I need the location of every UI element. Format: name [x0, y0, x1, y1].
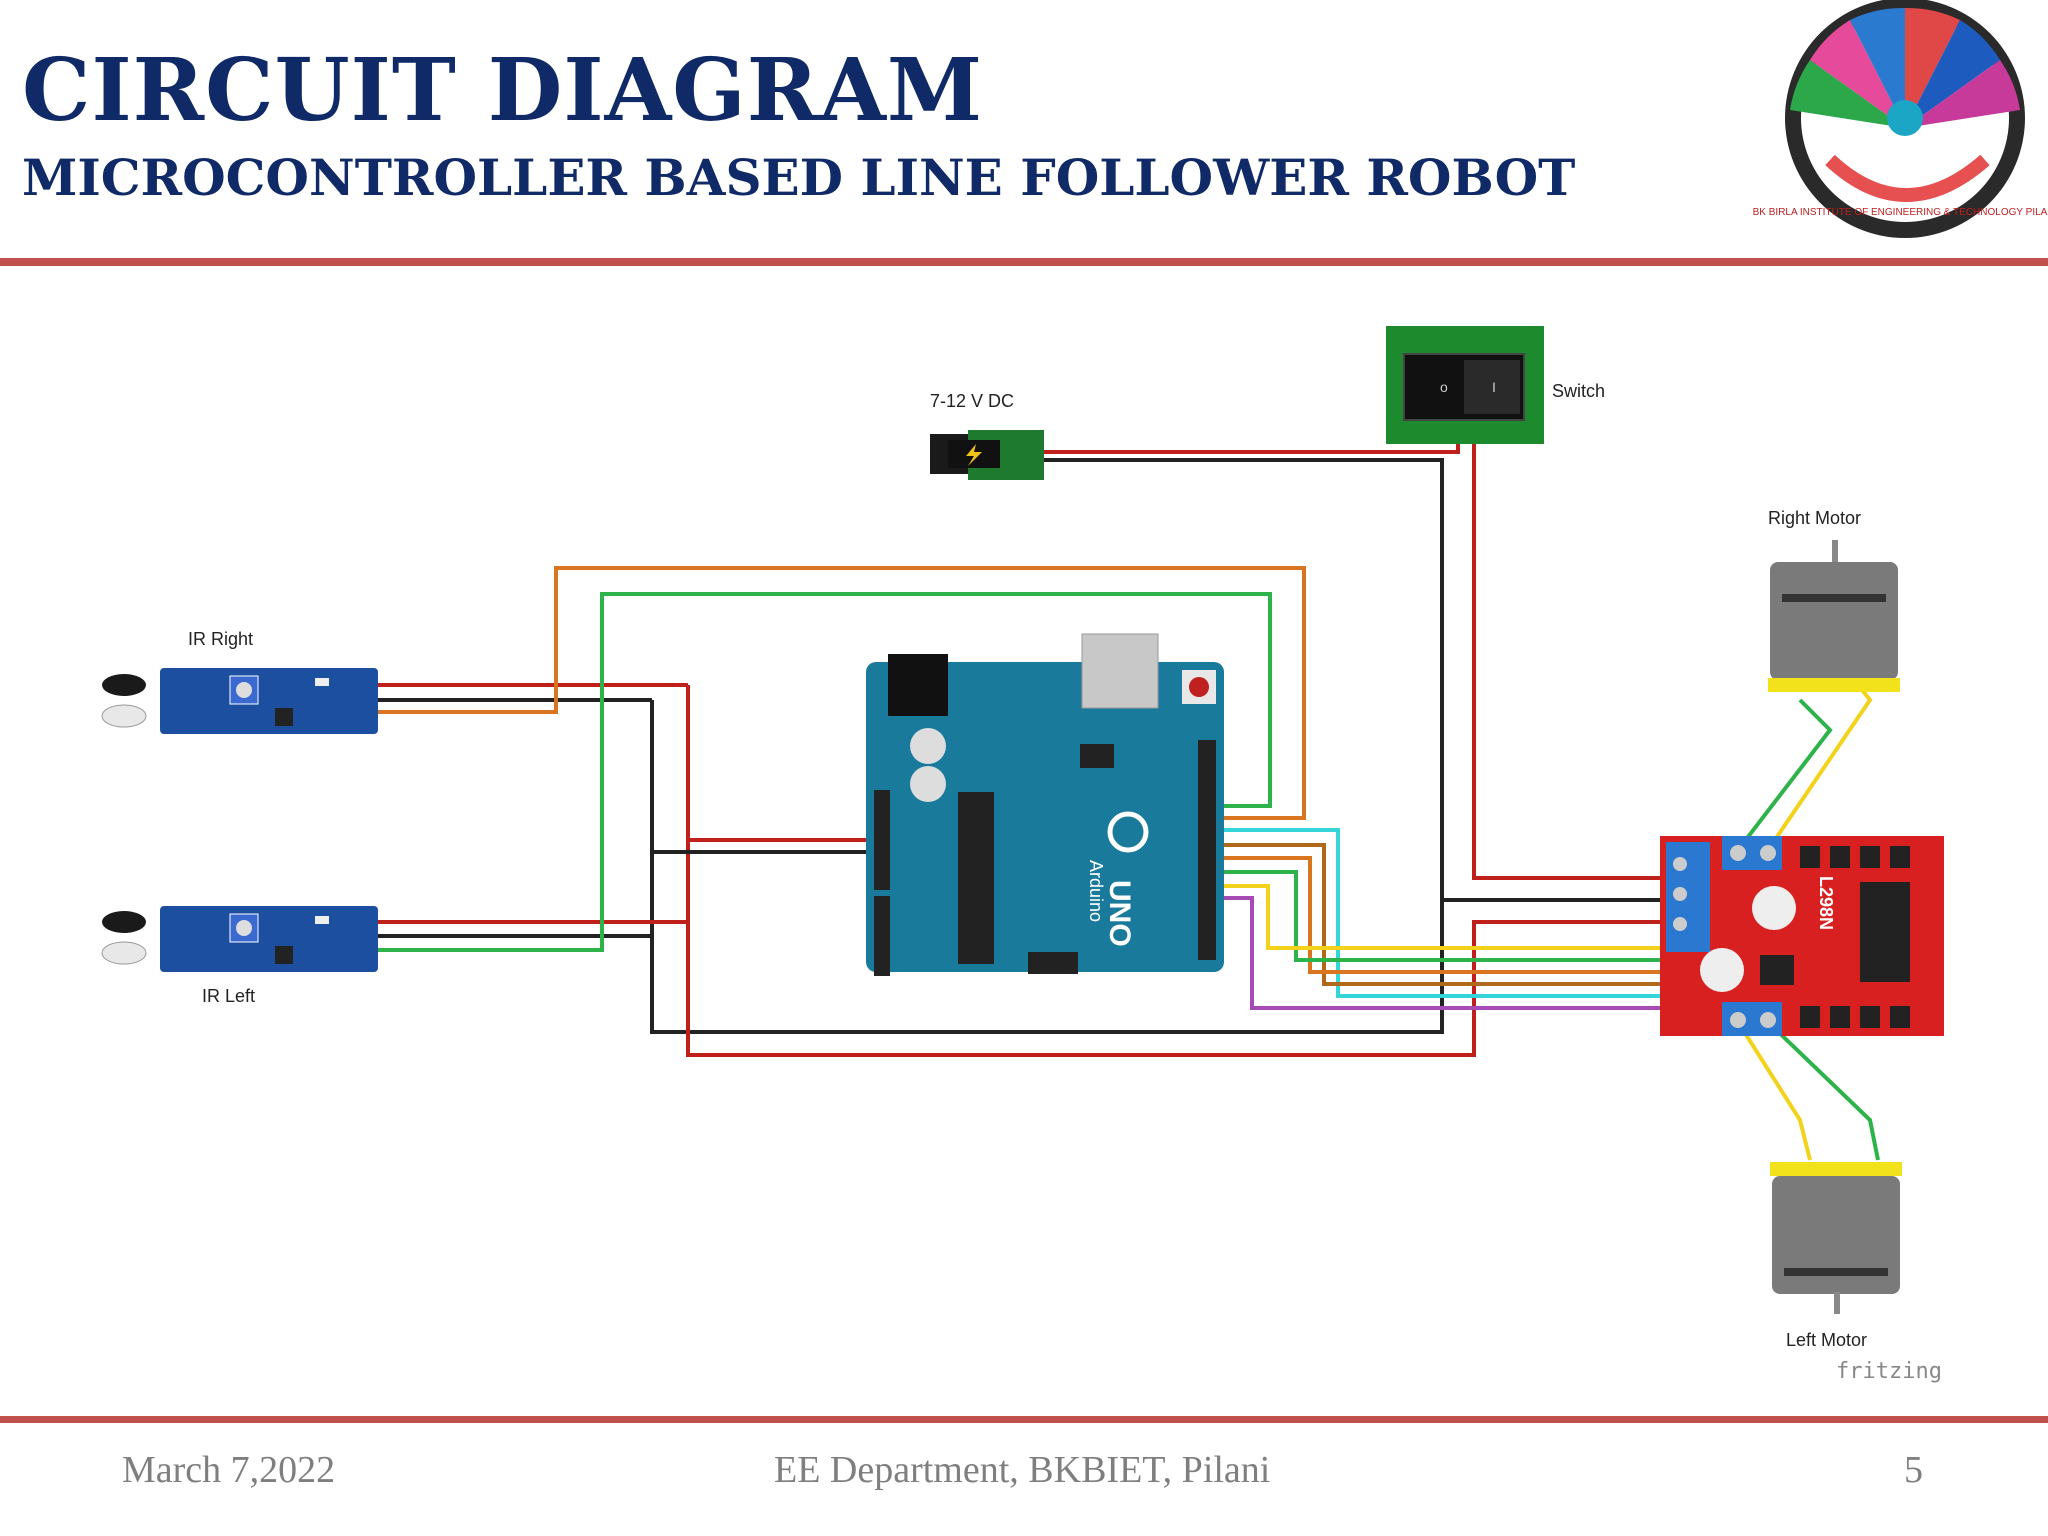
wire-irR-out	[378, 566, 1306, 820]
uno-label: UNO	[1103, 880, 1136, 947]
arduino-uno: Arduino UNO	[866, 633, 1224, 976]
switch-label: Switch	[1552, 381, 1605, 401]
dc-jack: 7-12 V DC	[930, 391, 1044, 480]
switch: o I Switch	[1386, 326, 1605, 444]
wires	[378, 440, 1880, 1161]
arduino-brand: Arduino	[1086, 860, 1106, 922]
footer-department: EE Department, BKBIET, Pilani	[774, 1449, 1271, 1491]
wire-ena	[1215, 884, 1660, 950]
slide-subtitle: MICROCONTROLLER BASED LINE FOLLOWER ROBO…	[22, 148, 1576, 207]
svg-text:o: o	[1440, 379, 1448, 395]
wire-in3	[1215, 856, 1660, 974]
left-motor: Left Motor fritzing	[1770, 1162, 1942, 1384]
wire-in2	[1215, 843, 1660, 986]
wire-irL-out	[378, 592, 1272, 952]
ir-sensor-left: IR Left	[101, 906, 378, 1006]
wire-in1	[1215, 828, 1660, 998]
power-label: 7-12 V DC	[930, 391, 1014, 411]
ir-right-label: IR Right	[188, 629, 253, 649]
driver-label: L298N	[1816, 876, 1836, 930]
header-rule	[0, 258, 2048, 266]
l298n-driver: L298N	[1660, 836, 1944, 1036]
ir-left-label: IR Left	[202, 986, 255, 1006]
left-motor-label: Left Motor	[1786, 1330, 1867, 1350]
college-logo: BK BIRLA INSTITUTE OF ENGINEERING & TECH…	[1753, 0, 2048, 238]
ir-sensor-right: IR Right	[101, 629, 378, 734]
footer-date: March 7,2022	[122, 1449, 336, 1491]
right-motor-label: Right Motor	[1768, 508, 1861, 528]
logo-text: BK BIRLA INSTITUTE OF ENGINEERING & TECH…	[1753, 207, 2048, 218]
wire-5v-red	[686, 685, 1660, 1057]
wire-rm-a	[1736, 698, 1833, 852]
right-motor: Right Motor	[1768, 508, 1900, 692]
wire-switch-red	[1472, 440, 1660, 880]
fritzing-brand: fritzing	[1836, 1359, 1942, 1384]
wire-enb	[1215, 896, 1660, 1010]
wire-lm-a	[1736, 1020, 1812, 1161]
footer-rule	[0, 1416, 2048, 1423]
svg-text:I: I	[1492, 379, 1496, 395]
slide-title: CIRCUIT DIAGRAM	[22, 40, 984, 141]
wire-lm-b	[1766, 1020, 1880, 1161]
footer-page-number: 5	[1904, 1449, 1923, 1491]
wire-in4	[1215, 870, 1660, 962]
wire-rm-b	[1766, 688, 1873, 852]
